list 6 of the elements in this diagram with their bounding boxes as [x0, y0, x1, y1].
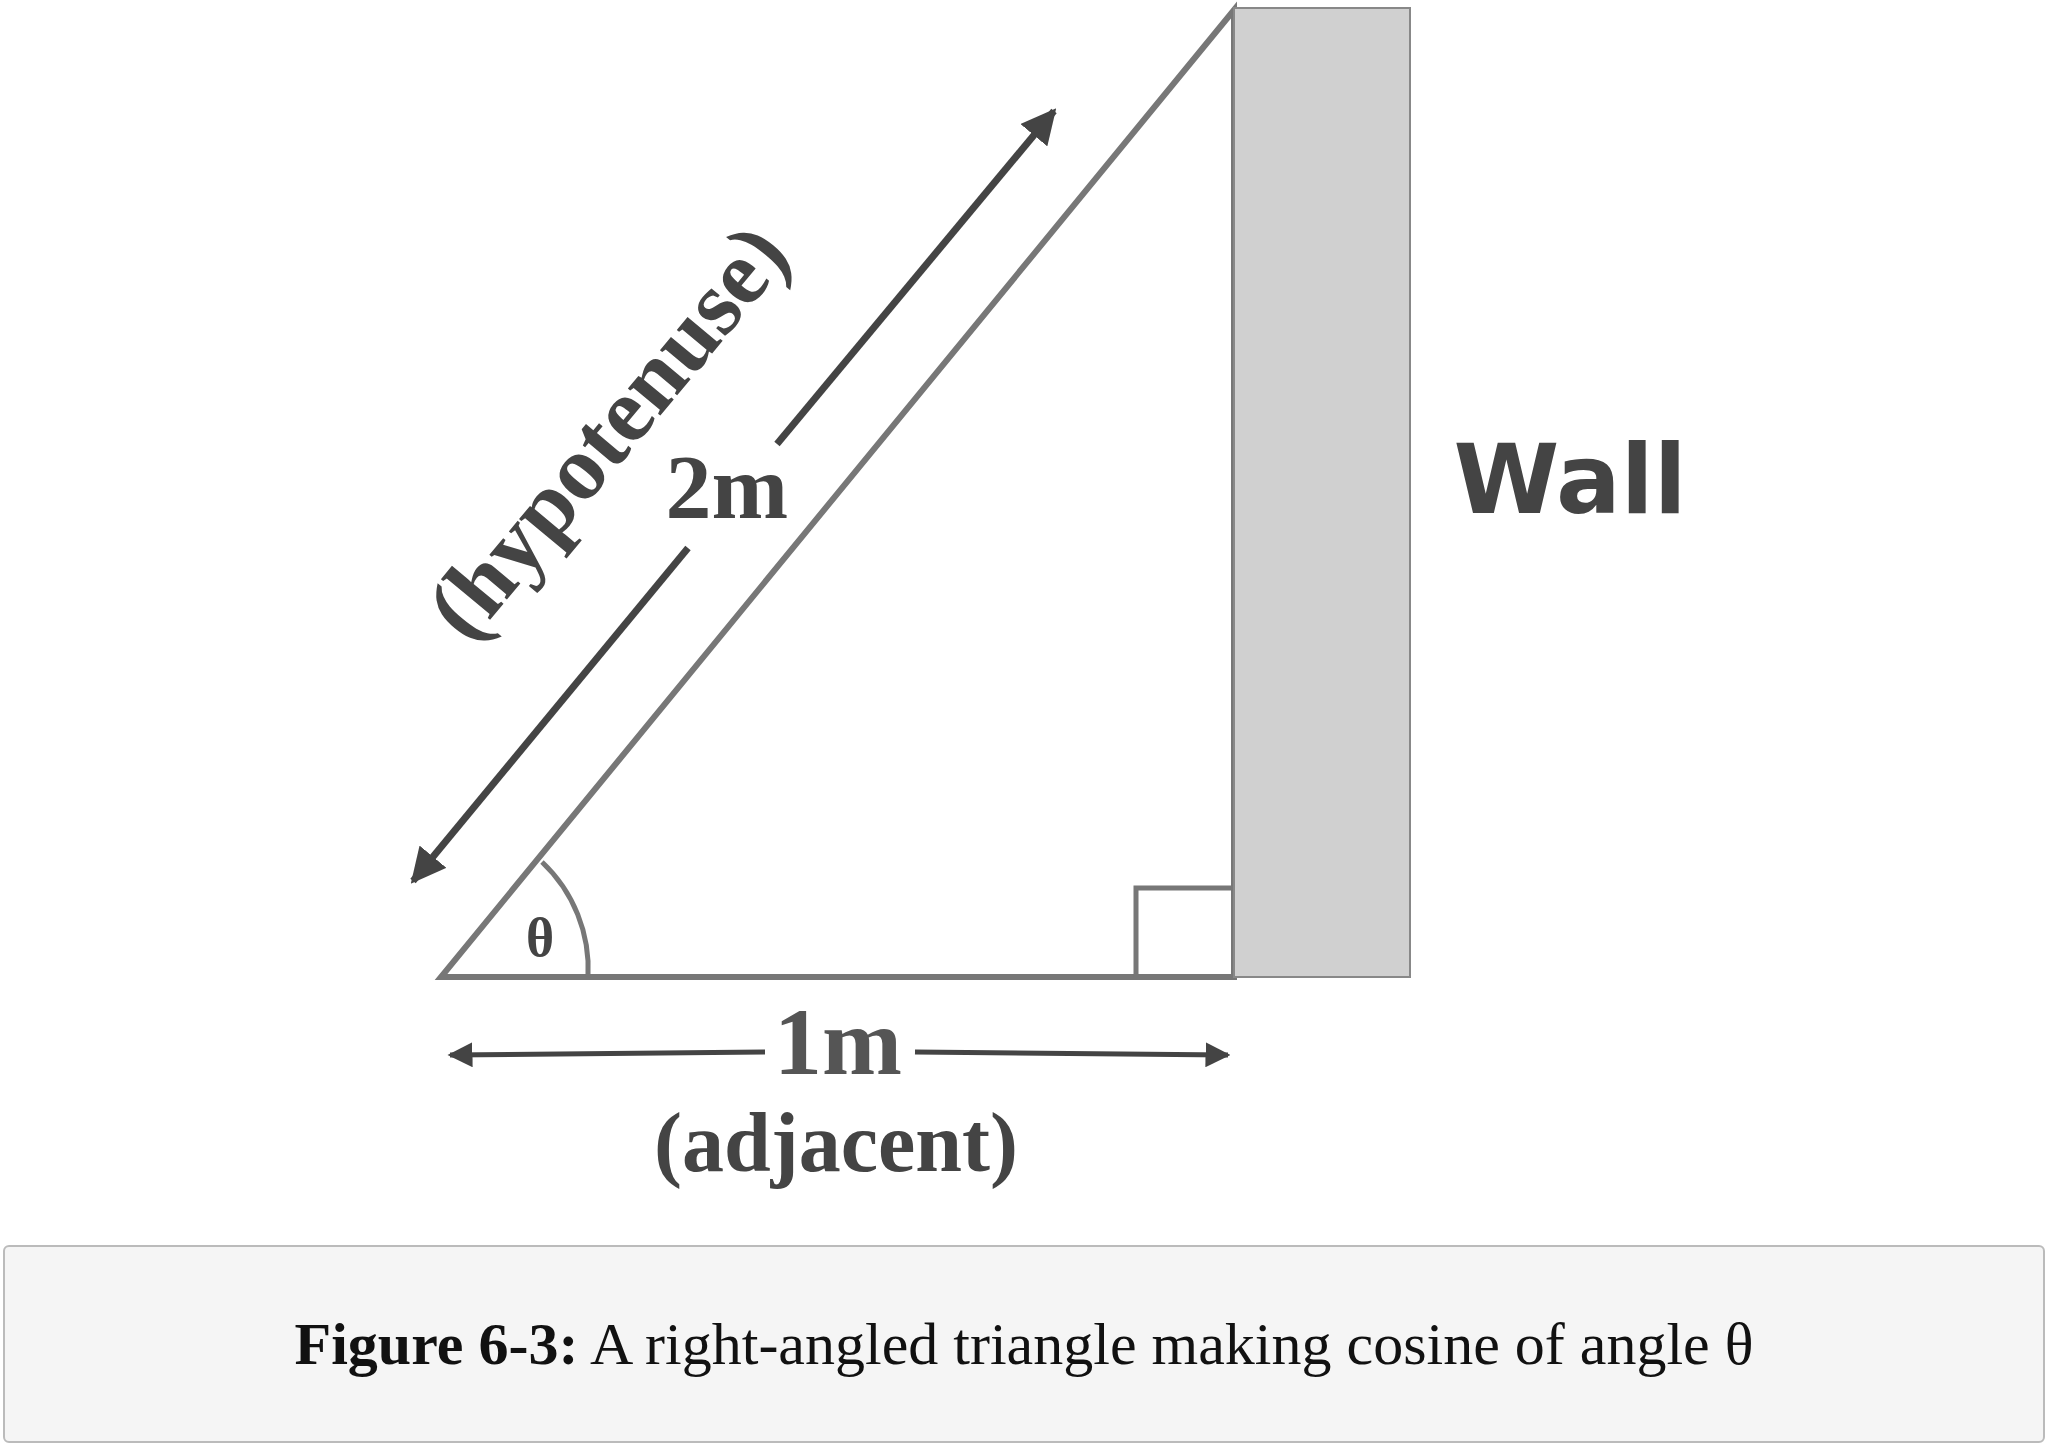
wall-block: [1233, 7, 1411, 978]
length-label: 1m: [774, 994, 902, 1090]
angle-label: θ: [526, 911, 555, 965]
wall-label: Wall: [1453, 432, 1687, 528]
right-triangle: [434, 1, 1237, 980]
figure-caption: Figure 6-3: A right-angled triangle making cosine of angle θ: [3, 1245, 2045, 1443]
